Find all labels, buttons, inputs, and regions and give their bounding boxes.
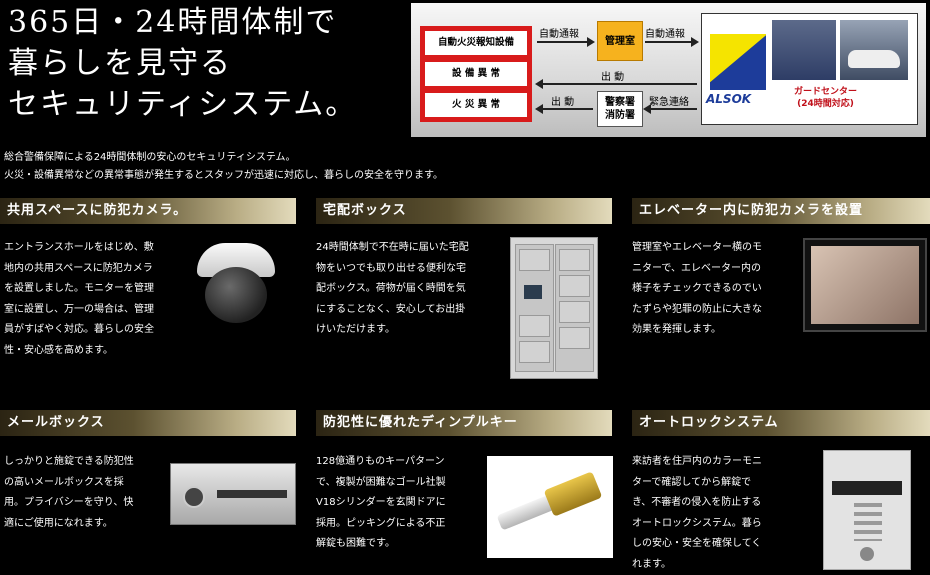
- text-line: たずらや犯罪の防止に大きな: [632, 300, 800, 321]
- text-line: エントランスホールをはじめ、敷: [4, 238, 190, 259]
- patrol-car-photo: [840, 20, 908, 80]
- label-auto-report-1: 自動通報: [539, 25, 579, 40]
- text-line: 物をいつでも取り出せる便利な宅: [316, 259, 506, 280]
- text-line: 管理室やエレベーター横のモ: [632, 238, 800, 259]
- alsok-logo: [710, 34, 766, 90]
- section-text: エントランスホールをはじめ、敷 地内の共用スペースに防犯カメラ を設置しました。…: [4, 238, 190, 361]
- text-line: V18シリンダーを玄関ドアに: [316, 493, 484, 514]
- section-text: 管理室やエレベーター横のモ ニターで、エレベーター内の 様子をチェックできるので…: [632, 238, 800, 341]
- label-auto-report-2: 自動通報: [645, 25, 685, 40]
- arrow-emergency: [645, 108, 697, 110]
- text-line: 室に設置し、万一の場合は、管理: [4, 300, 190, 321]
- guard-center-hours: (24時間対応): [794, 98, 857, 110]
- text-line: 解錠も困難です。: [316, 534, 484, 555]
- elevator-camera-image: [803, 238, 927, 332]
- hero-title-line: 365日・24時間体制で: [8, 2, 408, 43]
- text-line: 地内の共用スペースに防犯カメラ: [4, 259, 190, 280]
- hero-title-line: セキュリティシステム。: [8, 84, 408, 125]
- guard-center-photo: [772, 20, 836, 80]
- intro-line: 火災・設備異常などの異常事態が発生するとスタッフが迅速に対応し、暮らしの安全を守…: [4, 167, 443, 185]
- mailbox-image: [170, 463, 296, 525]
- text-line: けいただけます。: [316, 320, 506, 341]
- text-line: 適にご使用になれます。: [4, 514, 168, 535]
- alarm-source-item: 自動火災報知設備: [425, 31, 527, 55]
- alarm-source-item: 設 備 異 常: [425, 62, 527, 86]
- label-dispatch-1: 出 動: [601, 68, 624, 83]
- management-office-box: 管理室: [597, 21, 643, 61]
- police-fire-box: 警察署 消防署: [597, 91, 643, 127]
- arrow-dispatch-1: [537, 83, 697, 85]
- text-line: 性・安心感を高めます。: [4, 341, 190, 362]
- hero-title: 365日・24時間体制で 暮らしを見守る セキュリティシステム。: [8, 2, 408, 125]
- section-heading: 共用スペースに防犯カメラ。: [0, 198, 296, 224]
- security-camera-image: [193, 237, 281, 329]
- guard-center-title: ガードセンター: [794, 86, 857, 98]
- text-line: 員がすばやく対応。暮らしの安全: [4, 320, 190, 341]
- text-line: しの安心・安全を確保してく: [632, 534, 820, 555]
- section-text: しっかりと施錠できる防犯性 の高いメールボックスを採 用。プライバシーを守り、快…: [4, 452, 168, 534]
- text-line: 採用。ピッキングによる不正: [316, 514, 484, 535]
- text-line: ターで確認してから解錠で: [632, 473, 820, 494]
- text-line: を設置しました。モニターを管理: [4, 279, 190, 300]
- text-line: にすることなく、安心してお出掛: [316, 300, 506, 321]
- section-heading: メールボックス: [0, 410, 296, 436]
- security-flow-diagram: 自動火災報知設備 設 備 異 常 火 災 異 常 自動通報 管理室 自動通報 出…: [411, 3, 926, 137]
- section-text: 来訪者を住戸内のカラーモニ ターで確認してから解錠で き、不審者の侵入を防止する…: [632, 452, 820, 575]
- intercom-panel-image: [823, 450, 911, 570]
- intro-line: 総合警備保障による24時間体制の安心のセキュリティシステム。: [4, 149, 443, 167]
- text-line: 用。プライバシーを守り、快: [4, 493, 168, 514]
- text-line: しっかりと施錠できる防犯性: [4, 452, 168, 473]
- text-line: ニターで、エレベーター内の: [632, 259, 800, 280]
- text-line: 様子をチェックできるのでい: [632, 279, 800, 300]
- label-dispatch-2: 出 動: [551, 93, 574, 108]
- section-heading: 防犯性に優れたディンプルキー: [316, 410, 612, 436]
- alsok-name: ALSOK: [706, 92, 751, 106]
- text-line: 128億通りものキーパターン: [316, 452, 484, 473]
- section-text: 128億通りものキーパターン で、複製が困難なゴール社製 V18シリンダーを玄関…: [316, 452, 484, 555]
- arrow-auto-report-1: [537, 41, 593, 43]
- dimple-key-image: [487, 456, 613, 558]
- police-label: 警察署: [605, 96, 635, 109]
- text-line: 24時間体制で不在時に届いた宅配: [316, 238, 506, 259]
- text-line: 効果を発揮します。: [632, 320, 800, 341]
- text-line: き、不審者の侵入を防止する: [632, 493, 820, 514]
- alarm-source-item: 火 災 異 常: [425, 93, 527, 117]
- section-heading: オートロックシステム: [632, 410, 930, 436]
- fire-dept-label: 消防署: [605, 109, 635, 122]
- section-text: 24時間体制で不在時に届いた宅配 物をいつでも取り出せる便利な宅 配ボックス。荷…: [316, 238, 506, 341]
- section-heading: 宅配ボックス: [316, 198, 612, 224]
- arrow-dispatch-2: [537, 108, 593, 110]
- text-line: オートロックシステム。暮ら: [632, 514, 820, 535]
- hero-title-line: 暮らしを見守る: [8, 43, 408, 84]
- text-line: で、複製が困難なゴール社製: [316, 473, 484, 494]
- guard-center-label: ガードセンター (24時間対応): [794, 86, 857, 110]
- text-line: 配ボックス。荷物が届く時間を気: [316, 279, 506, 300]
- arrow-auto-report-2: [645, 41, 697, 43]
- text-line: の高いメールボックスを採: [4, 473, 168, 494]
- label-emergency: 緊急連絡: [649, 93, 689, 108]
- alarm-sources-box: 自動火災報知設備 設 備 異 常 火 災 異 常: [420, 26, 532, 122]
- alsok-panel: ALSOK ガードセンター (24時間対応): [701, 13, 918, 125]
- section-heading: エレベーター内に防犯カメラを設置: [632, 198, 930, 224]
- intro-text: 総合警備保障による24時間体制の安心のセキュリティシステム。 火災・設備異常など…: [4, 149, 443, 185]
- text-line: 来訪者を住戸内のカラーモニ: [632, 452, 820, 473]
- delivery-box-image: [510, 237, 598, 379]
